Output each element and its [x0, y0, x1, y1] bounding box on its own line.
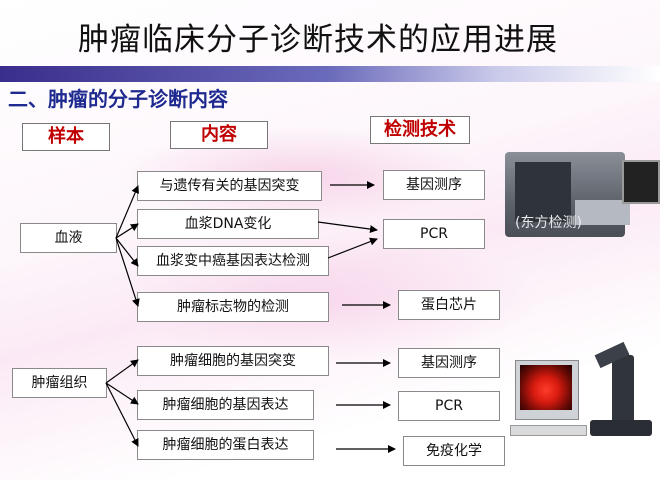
title-underline-bar	[0, 66, 660, 82]
sample-blood: 血液	[20, 223, 117, 253]
link-content-to-method	[327, 237, 378, 259]
monitor-screen	[520, 365, 572, 410]
header-content: 内容	[170, 121, 268, 149]
header-method: 检测技术	[370, 116, 470, 144]
content-item: 肿瘤细胞的基因突变	[137, 346, 329, 376]
link-blood-to-content	[115, 237, 139, 267]
link-tumor-to-content	[105, 382, 139, 405]
content-item: 肿瘤细胞的蛋白表达	[137, 430, 314, 460]
content-item: 血浆变中癌基因表达检测	[137, 246, 329, 276]
content-item: 肿瘤标志物的检测	[137, 292, 329, 322]
link-blood-to-content	[115, 223, 139, 239]
method-item: PCR	[383, 219, 485, 249]
header-sample: 样本	[22, 123, 110, 151]
keyboard	[510, 425, 587, 436]
microscope-base	[590, 420, 652, 436]
instrument-watermark-label: (东方检测)	[515, 215, 582, 231]
method-item: 基因测序	[398, 348, 500, 378]
link-tumor-to-content	[105, 382, 139, 447]
link-blood-to-content	[115, 185, 139, 239]
link-content-to-method	[317, 221, 378, 234]
slide-title: 肿瘤临床分子诊断技术的应用进展	[78, 22, 558, 58]
sample-tumor: 肿瘤组织	[12, 368, 107, 398]
method-item: 基因测序	[383, 170, 485, 200]
method-item: 蛋白芯片	[398, 290, 500, 320]
method-item: 免疫化学	[403, 436, 505, 466]
link-tumor-to-content	[105, 359, 139, 384]
content-item: 肿瘤细胞的基因表达	[137, 390, 314, 420]
link-blood-to-content	[115, 237, 140, 307]
content-item: 与遗传有关的基因突变	[137, 171, 322, 201]
content-item: 血浆DNA变化	[137, 209, 319, 239]
microscope-arm	[612, 355, 634, 423]
method-item: PCR	[398, 391, 500, 421]
section-heading: 二、肿瘤的分子诊断内容	[8, 87, 228, 111]
